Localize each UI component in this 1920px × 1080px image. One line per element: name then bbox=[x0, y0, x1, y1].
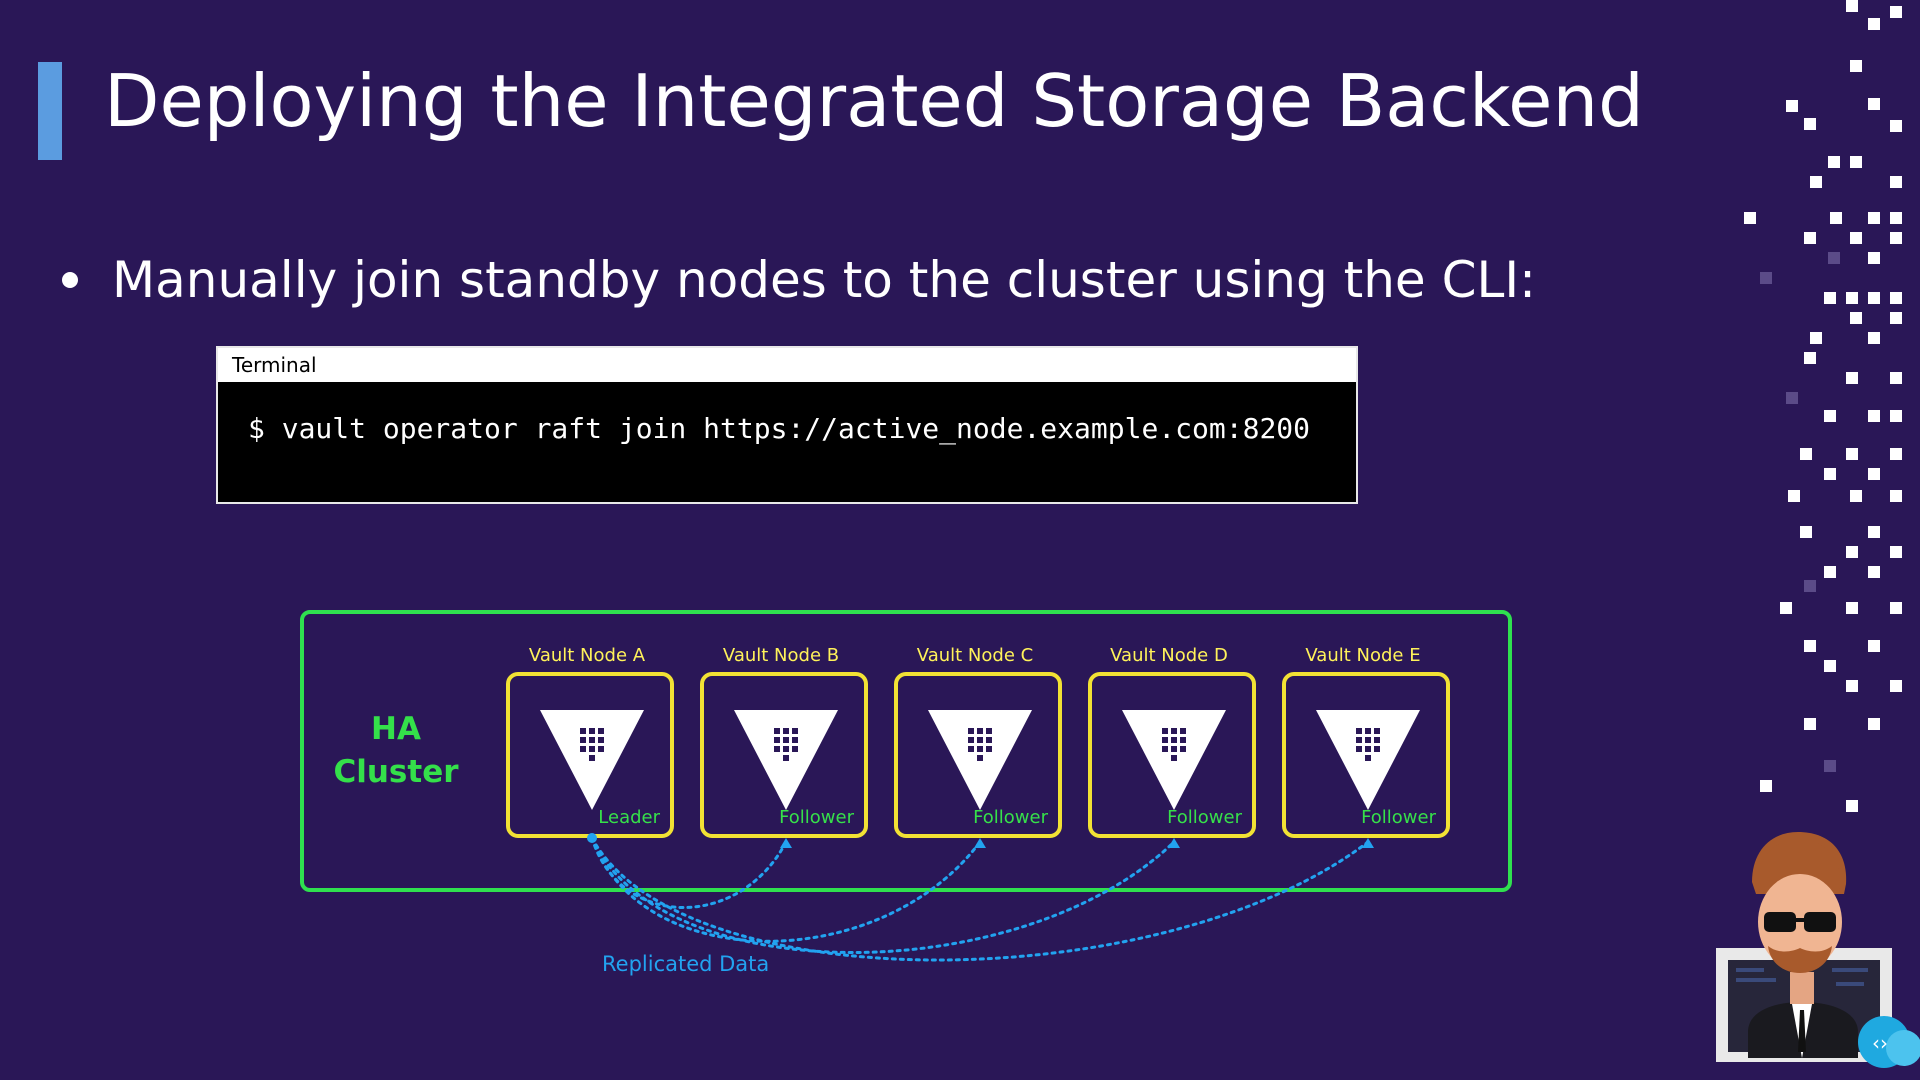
ha-cluster-box bbox=[300, 610, 1512, 892]
vault-node-d: Follower bbox=[1088, 672, 1256, 838]
node-role-e: Follower bbox=[1361, 807, 1436, 828]
ha-cluster-label-line1: HA bbox=[371, 711, 421, 747]
terminal-window: Terminal $ vault operator raft join http… bbox=[216, 346, 1358, 504]
vault-triangle-icon bbox=[928, 710, 1032, 810]
vault-node-a: Leader bbox=[506, 672, 674, 838]
terminal-command: $ vault operator raft join https://activ… bbox=[248, 412, 1311, 445]
node-role-d: Follower bbox=[1167, 807, 1242, 828]
vault-triangle-icon bbox=[1122, 710, 1226, 810]
node-title-e: Vault Node E bbox=[1305, 645, 1421, 666]
vault-node-b: Follower bbox=[700, 672, 868, 838]
pixel-decoration bbox=[1744, 0, 1902, 812]
instructor-avatar-icon: ‹› bbox=[1716, 832, 1920, 1068]
vault-triangle-icon bbox=[1316, 710, 1420, 810]
node-role-a: Leader bbox=[598, 807, 660, 828]
vault-triangle-icon bbox=[734, 710, 838, 810]
bullet-dot-icon bbox=[62, 271, 78, 288]
node-role-b: Follower bbox=[779, 807, 854, 828]
title-accent-bar bbox=[38, 62, 62, 160]
slide-title: Deploying the Integrated Storage Backend bbox=[104, 59, 1644, 143]
node-role-c: Follower bbox=[973, 807, 1048, 828]
bullet-point: Manually join standby nodes to the clust… bbox=[62, 250, 1536, 310]
node-title-d: Vault Node D bbox=[1110, 645, 1228, 666]
bullet-text: Manually join standby nodes to the clust… bbox=[112, 251, 1536, 309]
vault-triangle-icon bbox=[540, 710, 644, 810]
node-title-b: Vault Node B bbox=[722, 645, 840, 666]
node-title-a: Vault Node A bbox=[528, 645, 646, 666]
vault-node-e: Follower bbox=[1282, 672, 1450, 838]
vault-node-c: Follower bbox=[894, 672, 1062, 838]
ha-cluster-label: HA Cluster bbox=[322, 708, 470, 795]
terminal-header: Terminal bbox=[218, 348, 1356, 382]
ha-cluster-label-line2: Cluster bbox=[333, 754, 459, 791]
replicated-data-label: Replicated Data bbox=[602, 952, 770, 976]
node-title-c: Vault Node C bbox=[916, 645, 1034, 666]
svg-text:‹›: ‹› bbox=[1872, 1031, 1888, 1055]
